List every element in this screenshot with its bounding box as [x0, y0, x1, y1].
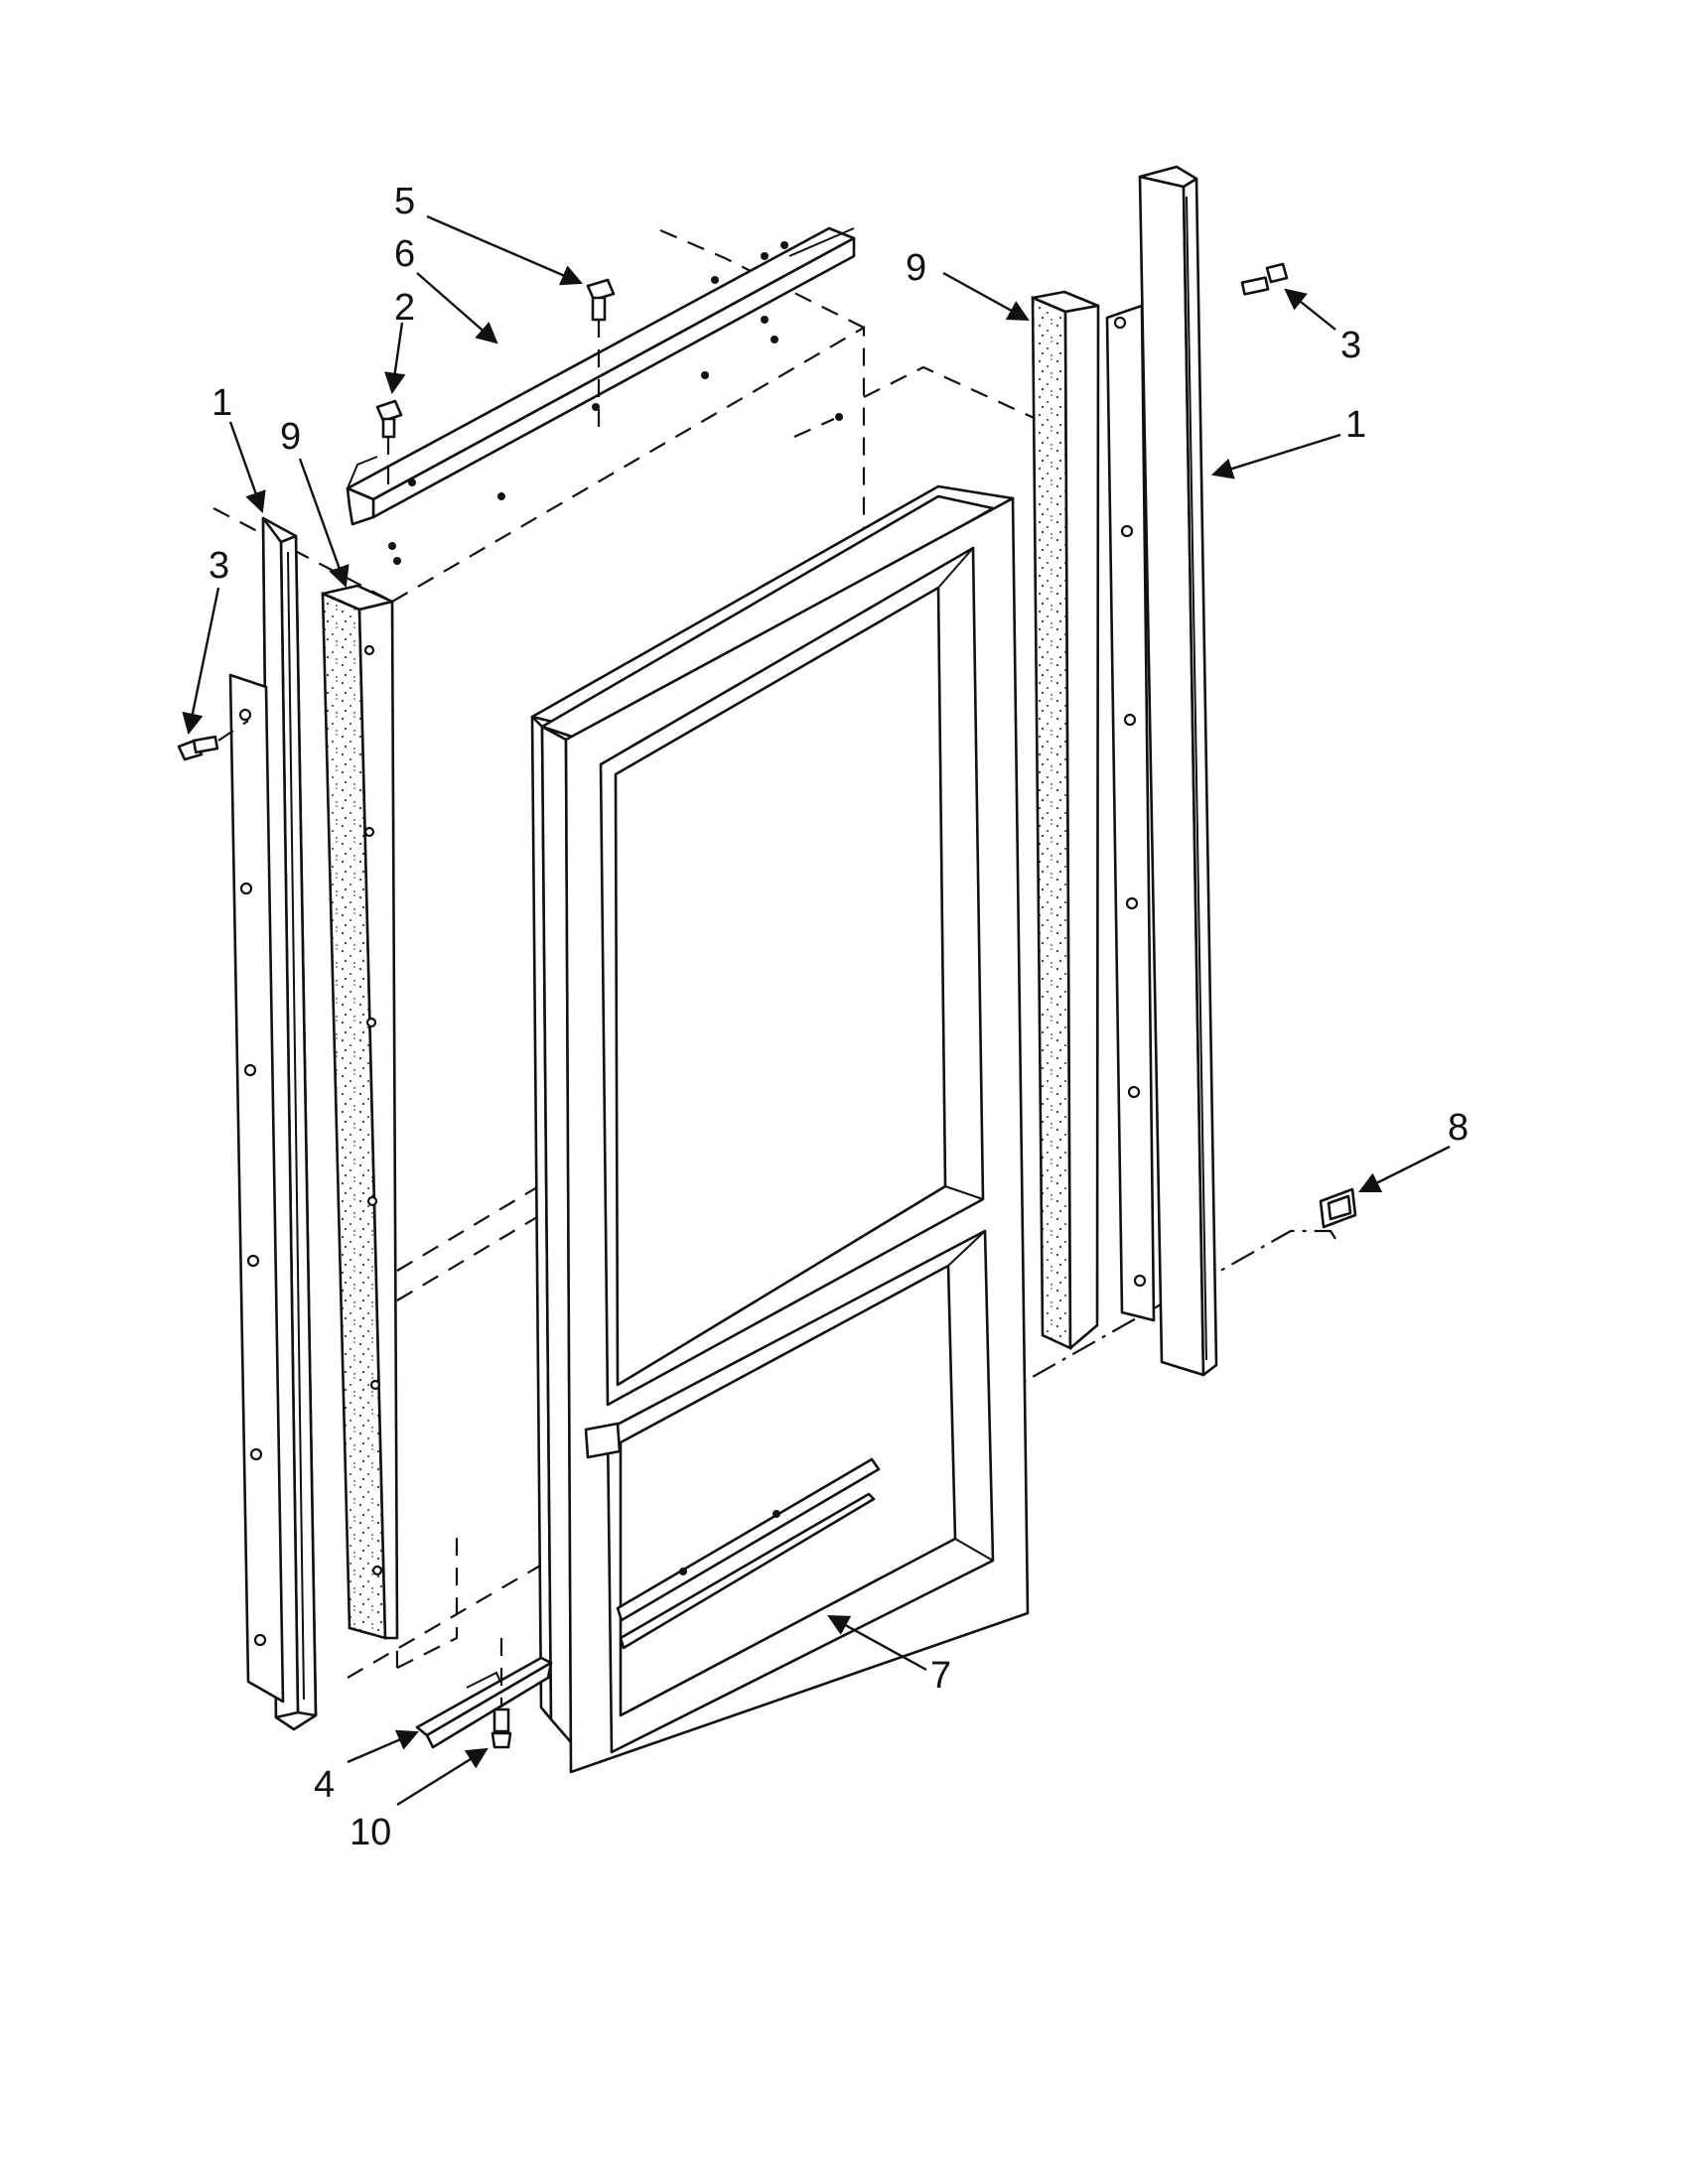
callout-9-right: 9 — [906, 247, 926, 289]
callout-3-right: 3 — [1340, 325, 1361, 366]
callout-7: 7 — [930, 1655, 951, 1697]
screw-10-icon — [491, 1638, 512, 1749]
callout-4: 4 — [314, 1764, 335, 1806]
callout-10: 10 — [350, 1812, 391, 1853]
left-mounting-strip — [228, 673, 285, 1704]
door-frame — [530, 484, 1030, 1774]
screw-3-left-icon — [177, 720, 249, 761]
callout-8: 8 — [1448, 1107, 1469, 1149]
callout-labels: 5 6 2 1 9 3 9 3 1 8 7 4 10 — [209, 181, 1469, 1853]
callout-9-left: 9 — [280, 416, 301, 458]
bottom-bracket — [415, 1656, 553, 1749]
screw-2-icon — [375, 399, 403, 496]
screw-3-right-icon — [1240, 262, 1289, 296]
callout-5: 5 — [394, 181, 415, 222]
callout-3-left: 3 — [209, 545, 229, 587]
left-angle-trim — [261, 516, 318, 1731]
top-trim-strip — [346, 226, 856, 565]
screw-5-icon — [586, 278, 616, 437]
leader-lines — [182, 214, 1451, 1807]
left-foam-strip — [321, 584, 399, 1640]
callout-1-right: 1 — [1345, 404, 1366, 446]
callout-2: 2 — [394, 287, 415, 329]
right-mounting-strip — [1105, 304, 1156, 1322]
latch-clip-icon — [1319, 1187, 1357, 1229]
callout-1-left: 1 — [211, 382, 232, 424]
callout-6: 6 — [394, 233, 415, 275]
right-foam-strip — [1031, 290, 1100, 1351]
right-angle-trim — [1138, 165, 1218, 1377]
